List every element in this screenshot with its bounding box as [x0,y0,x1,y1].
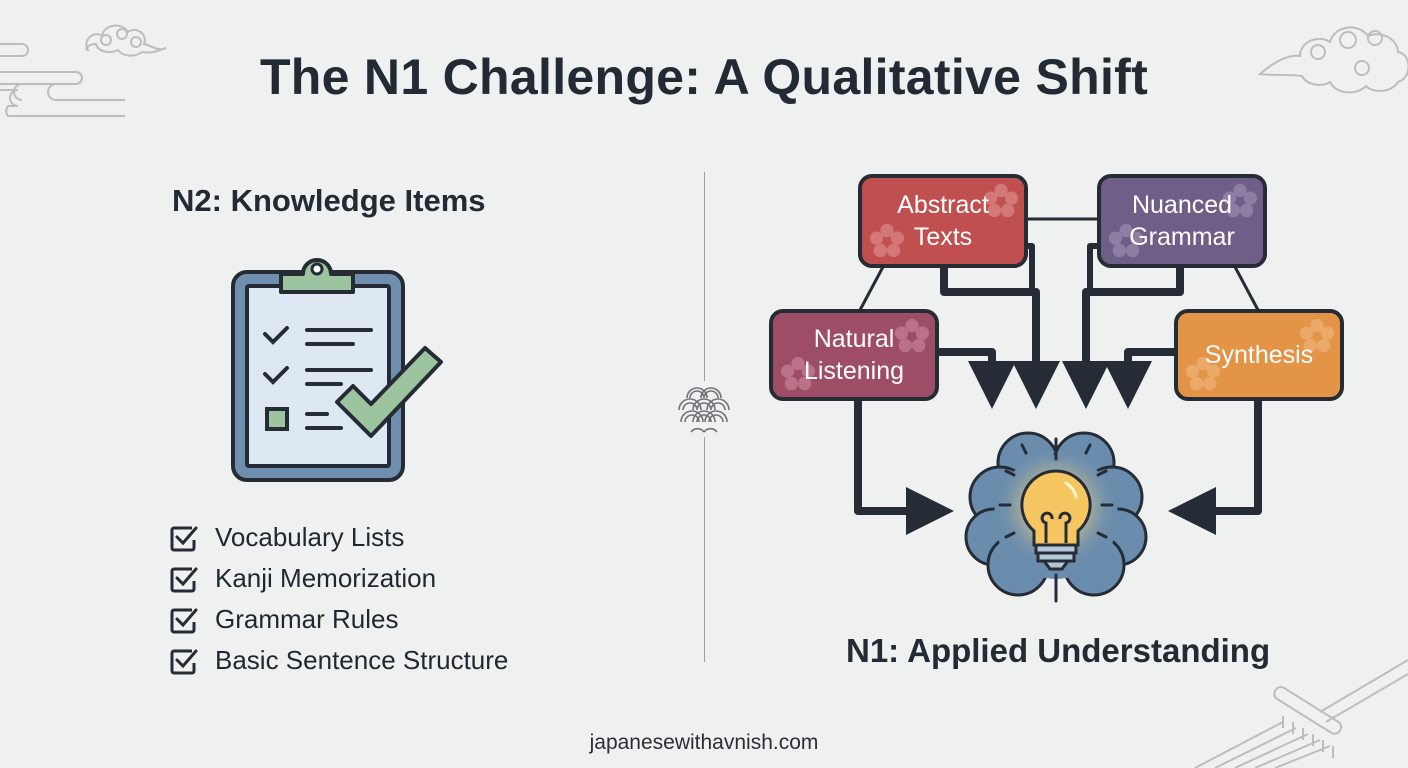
sakura-flower-icon [1222,183,1258,218]
sakura-flower-icon [869,223,905,258]
list-item: Kanji Memorization [168,558,508,599]
list-item: Grammar Rules [168,599,508,640]
wave-lines-ornament [0,43,125,117]
seigaiha-wave-icon [676,381,732,437]
node-label-line2: Texts [913,223,973,251]
brain-lightbulb-icon [964,431,1148,603]
checkbox-checked-icon [170,526,198,551]
node-label-line1: Nuanced [1131,191,1233,219]
clipboard-checklist-icon [231,258,443,482]
list-item: Basic Sentence Structure [168,640,508,681]
node-label-line1: Synthesis [1204,341,1314,369]
node-label-line2: Grammar [1129,223,1235,251]
checkbox-checked-icon [170,567,198,592]
rake-ornament-icon [1194,659,1408,768]
sakura-flower-icon [780,356,816,391]
list-item-label: Vocabulary Lists [215,522,405,552]
sakura-flower-icon [1108,223,1144,258]
cloud-ornament-icon [85,24,167,57]
node-synthesis: Synthesis [1174,309,1344,401]
n2-knowledge-list: Vocabulary Lists Kanji Memorization Gram… [168,517,508,681]
footer-website-link[interactable]: japanesewithavnish.com [589,731,819,754]
node-label-line1: Natural [813,325,895,353]
page-title: The N1 Challenge: A Qualitative Shift [259,49,1149,105]
list-item-label: Grammar Rules [215,604,399,634]
list-item-label: Basic Sentence Structure [215,645,509,675]
cloud-ornament-icon [1257,26,1408,94]
n2-heading: N2: Knowledge Items [172,183,486,218]
sakura-flower-icon [894,318,930,353]
n1-heading: N1: Applied Understanding [846,632,1271,669]
node-label-line2: Listening [803,357,905,385]
sakura-flower-icon [1299,318,1335,353]
checkbox-checked-icon [170,649,198,674]
checkbox-checked-icon [170,608,198,633]
sakura-flower-icon [983,183,1019,218]
list-item-label: Kanji Memorization [215,563,437,593]
list-item: Vocabulary Lists [168,517,508,558]
sakura-flower-icon [1185,356,1221,391]
node-label-line1: Abstract [897,191,989,219]
